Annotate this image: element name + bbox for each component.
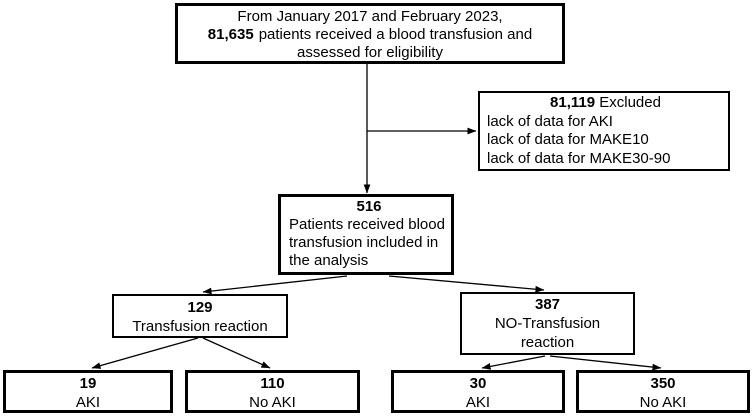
no-transfusion-reaction-line-2: reaction — [520, 334, 575, 351]
tr-aki-label: AKI — [75, 394, 101, 411]
tr-no-aki-count: 110 — [260, 375, 285, 392]
transfusion-reaction-count: 129 — [187, 299, 213, 316]
connector-included-to-transfusion-reaction — [202, 275, 348, 295]
eligibility-line-3: assessed for eligibility — [297, 44, 443, 61]
box-no-transfusion-reaction: 387 NO-Transfusion reaction — [460, 292, 635, 355]
no-transfusion-reaction-line-1: NO-Transfusion — [494, 315, 601, 332]
excluded-count: 81,119 — [550, 94, 596, 111]
ntr-no-aki-label: No AKI — [639, 394, 687, 411]
box-tr-aki: 19 AKI — [3, 370, 173, 413]
box-eligibility: From January 2017 and February 2023, 81,… — [175, 3, 565, 64]
connector-ntr-to-no-aki — [549, 355, 662, 371]
eligibility-count: 81,635 — [207, 26, 254, 43]
connector-tr-to-no-aki — [202, 337, 271, 369]
connector-tr-to-aki — [91, 337, 199, 369]
tr-no-aki-label: No AKI — [249, 394, 296, 411]
excluded-reason-3: lack of data for MAKE30-90 — [487, 149, 671, 167]
connector-ntr-to-aki — [481, 355, 546, 370]
tr-aki-count: 19 — [79, 375, 97, 392]
eligibility-line-1: From January 2017 and February 2023, — [237, 8, 503, 25]
box-transfusion-reaction: 129 Transfusion reaction — [112, 294, 288, 338]
included-line-1: Patients received blood — [289, 216, 445, 233]
box-ntr-aki: 30 AKI — [391, 370, 565, 413]
excluded-reason-2: lack of data for MAKE10 — [487, 131, 649, 148]
ntr-aki-label: AKI — [465, 394, 491, 411]
excluded-reason-1: lack of data for AKI — [487, 112, 613, 130]
box-included-analysis: 516 Patients received blood transfusion … — [278, 194, 454, 275]
excluded-label: Excluded — [599, 94, 661, 111]
box-excluded: 81,119 Excluded lack of data for AKI lac… — [478, 91, 730, 171]
included-line-3: the analysis — [289, 252, 369, 269]
no-transfusion-reaction-count: 387 — [534, 296, 561, 313]
included-count: 516 — [356, 198, 382, 215]
included-line-2: transfusion included in — [289, 234, 439, 251]
box-tr-no-aki: 110 No AKI — [185, 370, 360, 413]
box-ntr-no-aki: 350 No AKI — [576, 370, 750, 413]
eligibility-line-2-text: patients received a blood transfusion an… — [258, 26, 533, 43]
transfusion-reaction-label: Transfusion reaction — [132, 318, 268, 335]
ntr-no-aki-count: 350 — [650, 375, 676, 392]
excluded-header: 81,119 Excluded — [487, 94, 724, 113]
ntr-aki-count: 30 — [469, 375, 487, 392]
connector-included-to-no-transfusion-reaction — [388, 275, 545, 293]
